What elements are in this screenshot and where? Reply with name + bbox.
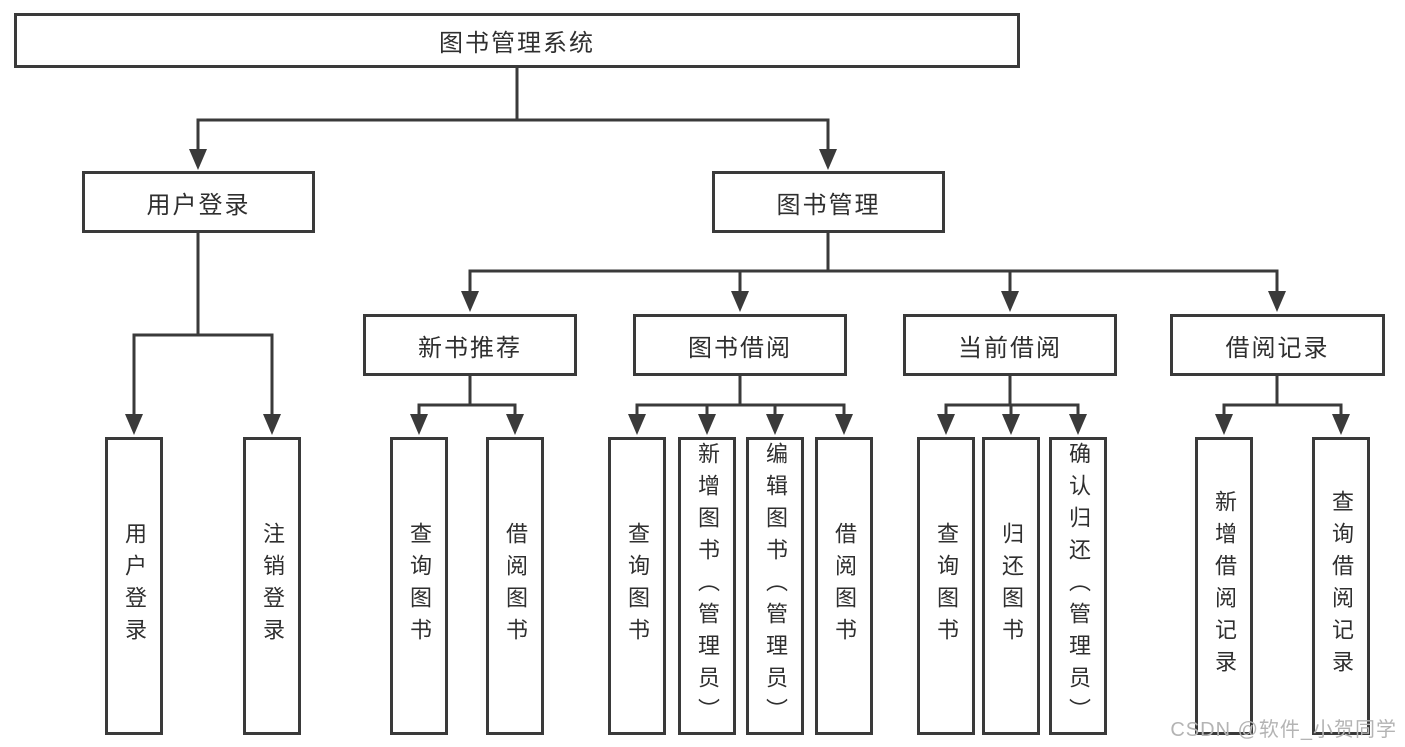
node-book-management: 图书管理 <box>712 171 945 233</box>
node-leaf-confirm-return-admin: 确认归还（管理员） <box>1049 437 1107 735</box>
arrow-down-icon <box>1001 291 1019 312</box>
connector-book-mgmt-to-level3 <box>468 233 1279 294</box>
node-root-system: 图书管理系统 <box>14 13 1020 68</box>
arrow-down-icon <box>766 414 784 435</box>
arrow-down-icon <box>1268 291 1286 312</box>
node-leaf-return-books: 归还图书 <box>982 437 1040 735</box>
arrow-down-icon <box>698 414 716 435</box>
arrow-down-icon <box>1069 414 1087 435</box>
arrow-down-icon <box>506 414 524 435</box>
node-leaf-query-books-borrowing: 查询图书 <box>608 437 666 735</box>
arrow-down-icon <box>819 149 837 170</box>
node-leaf-edit-books-admin: 编辑图书（管理员） <box>746 437 804 735</box>
arrow-down-icon <box>1002 414 1020 435</box>
arrow-down-icon <box>410 414 428 435</box>
arrow-down-icon <box>835 414 853 435</box>
node-borrowing-records: 借阅记录 <box>1170 314 1385 376</box>
arrow-down-icon <box>1332 414 1350 435</box>
arrow-down-icon <box>937 414 955 435</box>
node-leaf-add-borrow-record: 新增借阅记录 <box>1195 437 1253 735</box>
connector-cur-borrow-to-leaves <box>944 376 1080 418</box>
node-leaf-query-books-current: 查询图书 <box>917 437 975 735</box>
arrow-down-icon <box>125 414 143 435</box>
csdn-watermark: CSDN @软件_小贺同学 <box>1170 719 1397 741</box>
arrow-down-icon <box>628 414 646 435</box>
node-current-borrowing: 当前借阅 <box>903 314 1117 376</box>
arrow-down-icon <box>189 149 207 170</box>
arrow-down-icon <box>731 291 749 312</box>
node-book-borrowing: 图书借阅 <box>633 314 847 376</box>
arrow-down-icon <box>263 414 281 435</box>
node-leaf-query-borrow-record: 查询借阅记录 <box>1312 437 1370 735</box>
node-new-book-recommend: 新书推荐 <box>363 314 577 376</box>
connector-book-borrow-to-leaves <box>635 376 846 418</box>
node-leaf-logout: 注销登录 <box>243 437 301 735</box>
node-leaf-query-books-recommend: 查询图书 <box>390 437 448 735</box>
connector-user-login-to-leaves <box>132 233 274 418</box>
arrow-down-icon <box>461 291 479 312</box>
node-user-login: 用户登录 <box>82 171 315 233</box>
connector-borrow-rec-to-leaves <box>1222 376 1343 418</box>
node-leaf-borrow-books-borrowing: 借阅图书 <box>815 437 873 735</box>
connector-new-book-to-leaves <box>417 376 517 418</box>
arrowhead-icons <box>125 149 1350 435</box>
node-leaf-borrow-books-recommend: 借阅图书 <box>486 437 544 735</box>
node-leaf-add-books-admin: 新增图书（管理员） <box>678 437 736 735</box>
connector-root-to-level2 <box>196 68 830 152</box>
arrow-down-icon <box>1215 414 1233 435</box>
node-leaf-user-login: 用户登录 <box>105 437 163 735</box>
